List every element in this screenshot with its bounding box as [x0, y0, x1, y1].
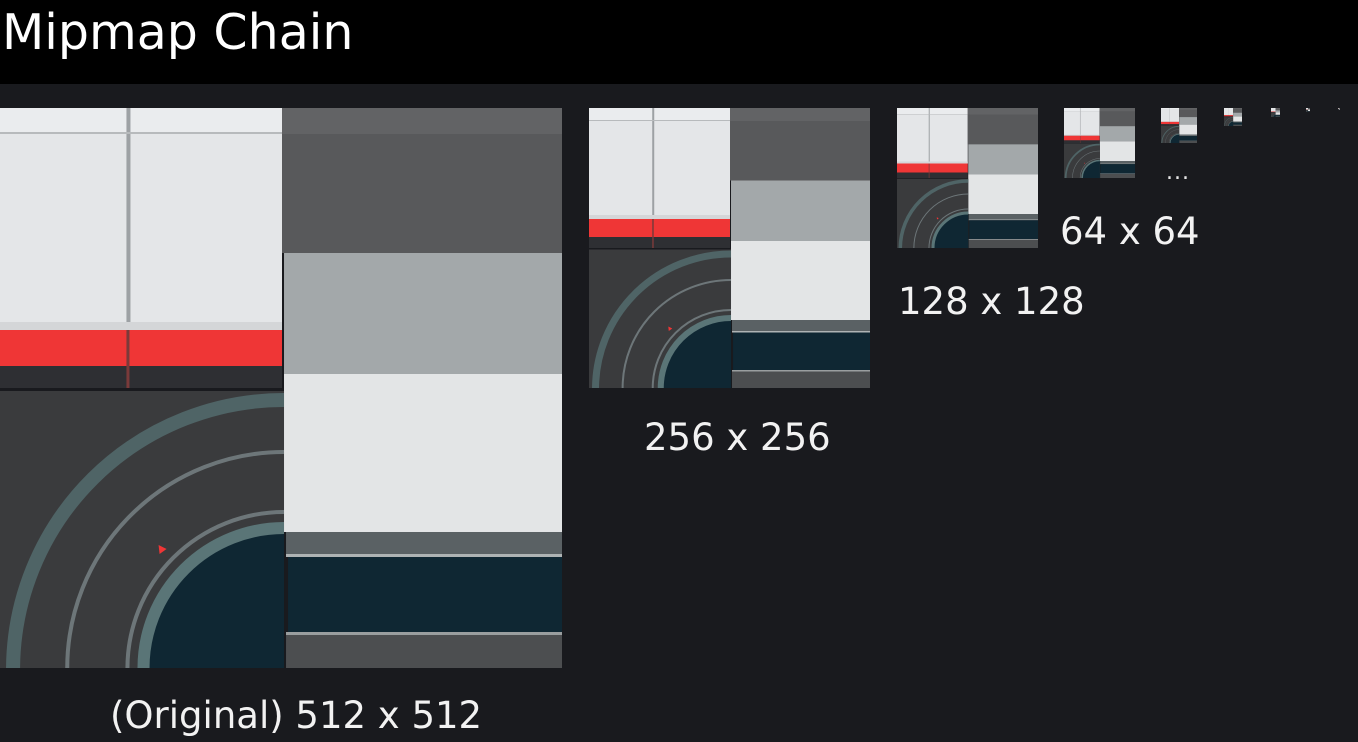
mip-level-512-image [0, 108, 562, 668]
mip-level-128-label: 128 x 128 [898, 280, 1085, 323]
mip-level-256-label: 256 x 256 [644, 416, 831, 459]
mip-level-2-image [1338, 108, 1340, 110]
mip-level-8-image [1271, 108, 1280, 117]
mip-level-512-label: (Original) 512 x 512 [110, 694, 483, 737]
ellipsis: ... [1166, 160, 1190, 185]
mip-level-32-image [1161, 108, 1197, 143]
page-title: Mipmap Chain [2, 4, 354, 61]
mip-level-256-image [589, 108, 870, 388]
title-bar [0, 0, 1358, 84]
mip-level-128-image [897, 108, 1038, 248]
mip-level-64-image [1064, 108, 1135, 178]
mip-level-16-image [1224, 108, 1242, 126]
mip-level-4-image [1306, 108, 1310, 112]
mip-level-64-label: 64 x 64 [1060, 210, 1200, 253]
